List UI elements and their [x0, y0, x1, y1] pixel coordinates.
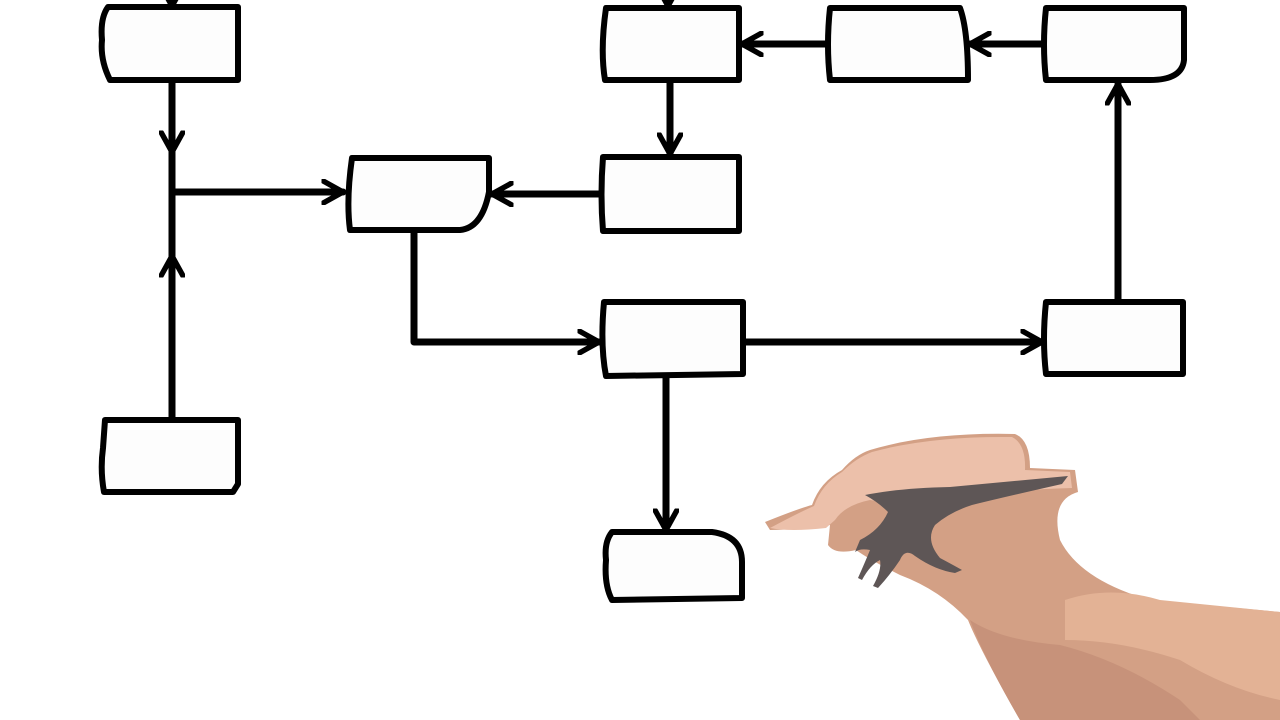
box-center-bottom: [602, 529, 745, 603]
box-left-top: [98, 4, 241, 83]
hand-highlight: [770, 436, 1072, 530]
box-center-top: [599, 5, 742, 83]
boxes: [98, 4, 1187, 603]
box-top-middle: [825, 5, 971, 83]
box-left-bottom: [98, 417, 241, 495]
box-top-right: [1041, 5, 1187, 83]
pen-icon: [855, 476, 1068, 588]
box-center-middle: [598, 154, 742, 234]
connectors: [172, 0, 1118, 534]
hand-holding-pen-icon: [765, 433, 1280, 720]
forearm-highlight: [1065, 592, 1280, 700]
box-center-lower: [599, 299, 746, 379]
arm-shadow: [970, 620, 1200, 720]
arrow-center-left-to-center-lower: [410, 228, 603, 342]
box-right-middle: [1041, 299, 1186, 377]
box-center-left: [345, 155, 492, 233]
